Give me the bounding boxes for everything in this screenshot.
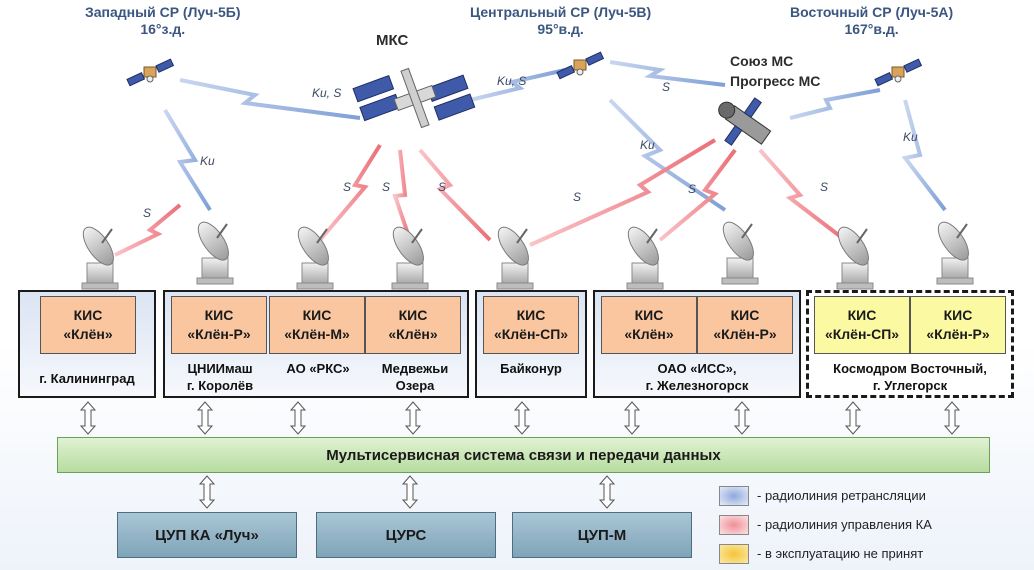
updown-arrow-icon: [944, 401, 960, 435]
updown-arrow-icon: [845, 401, 861, 435]
kis-rks: КИС «Клён-М»: [269, 296, 365, 354]
satellite-central-position: 95°в.д.: [537, 21, 584, 37]
link-label-s-baikonur: S: [438, 180, 447, 194]
kis-vostochny-klen-sp: КИС «Клён-СП»: [814, 296, 910, 354]
antenna-icon: [76, 221, 121, 290]
kis-vostochny-klen-r: КИС «Клён-Р»: [910, 296, 1006, 354]
legend-swatch-not-accepted: [719, 544, 749, 564]
kis-baikonur: КИС «Клён-СП»: [483, 296, 579, 354]
legend-label-relay: - радиолиния ретрансляции: [757, 488, 926, 503]
updown-arrow-icon: [80, 401, 96, 435]
satellite-west-label: Западный СР (Луч-5Б) 16°з.д.: [85, 4, 241, 38]
relay-link-west-iss: [179, 78, 361, 120]
link-label-s-medvezhi: S: [382, 180, 391, 194]
kis-iss-klen: КИС «Клён»: [601, 296, 697, 354]
updown-arrow-icon: [405, 401, 421, 435]
antenna-icon: [386, 221, 431, 290]
satellite-west-icon: [126, 58, 174, 87]
legend-label-not-accepted: - в эксплуатацию не принят: [757, 546, 924, 561]
ground-antennas: [76, 216, 976, 290]
link-label-ku-s-west: Ku, S: [312, 86, 342, 100]
site-vostochny: Космодром Восточный, г. Углегорск: [833, 361, 987, 393]
satellite-east-title: Восточный СР (Луч-5А): [790, 4, 954, 20]
antenna-icon: [831, 221, 876, 290]
relay-link-central-soyuz: [609, 60, 726, 87]
updown-arrow-icon: [734, 401, 750, 435]
control-link-soyuz-vostochny: [758, 148, 847, 242]
satellite-west-title: Западный СР (Луч-5Б): [85, 4, 241, 20]
satellite-east-icon: [874, 58, 922, 87]
relay-link-soyuz-east: [789, 88, 881, 120]
satellite-east-position: 167°в.д.: [844, 21, 899, 37]
iss-label: МКС: [376, 32, 409, 49]
satellite-west-position: 16°з.д.: [140, 21, 186, 37]
relay-link-iss-central: [469, 68, 566, 102]
satellite-east-label: Восточный СР (Луч-5А) 167°в.д.: [790, 4, 953, 38]
iss-icon: [352, 67, 476, 129]
updown-arrow-icon: [514, 401, 530, 435]
control-link-kaliningrad: [114, 203, 182, 257]
control-link-iss-baikonur-1: [418, 148, 492, 242]
link-label-ku-central: Ku: [640, 138, 655, 152]
updown-arrow-icon: [199, 475, 215, 509]
site-baikonur: Байконур: [500, 361, 562, 376]
control-link-iss-rks: [318, 143, 382, 242]
link-label-ku-s-central: Ku, S: [497, 74, 527, 88]
control-link-iss-medvezhi: [392, 149, 412, 241]
antenna-icon: [491, 221, 536, 290]
legend-swatch-relay: [719, 486, 749, 506]
site-kaliningrad: г. Калининград: [39, 371, 135, 386]
control-links: [114, 138, 847, 257]
progress-label: Прогресс МС: [730, 73, 821, 89]
link-label-s-soyuz-iss: S: [688, 182, 697, 196]
antenna-icon: [621, 221, 666, 290]
link-label-s-rks: S: [343, 180, 352, 194]
control-link-soyuz-iss-ground: [658, 148, 737, 242]
satellite-central-label: Центральный СР (Луч-5В) 95°в.д.: [470, 4, 651, 38]
updown-arrow-icon: [599, 475, 615, 509]
site-zheleznogorsk: ОАО «ИСС», г. Железногорск: [645, 361, 749, 393]
kis-kaliningrad: КИС «Клён»: [40, 296, 136, 354]
site-medvezhi: Медвежьи Озера: [381, 361, 449, 393]
control-center-tsurs: ЦУРС: [316, 512, 496, 558]
soyuz-label: Союз МС: [730, 53, 794, 69]
kis-medvezhi: КИС «Клён»: [365, 296, 461, 354]
control-center-luch: ЦУП КА «Луч»: [117, 512, 297, 558]
site-korolev: ЦНИИмаш г. Королёв: [186, 361, 254, 393]
site-rks: АО «РКС»: [286, 361, 350, 376]
control-link-soyuz-baikonur: [529, 138, 717, 247]
soyuz-progress-icon: [718, 97, 772, 146]
updown-arrow-icon: [624, 401, 640, 435]
legend-swatch-control: [719, 515, 749, 535]
updown-arrow-icon: [197, 401, 213, 435]
legend-label-control: - радиолиния управления КА: [757, 517, 932, 532]
link-label-s-kaliningrad: S: [143, 206, 152, 220]
relay-links: [163, 60, 947, 212]
antenna-icon: [716, 216, 761, 285]
updown-arrow-icon: [402, 475, 418, 509]
link-label-s-central-soyuz: S: [662, 80, 671, 94]
relay-link-central-ground: [608, 98, 727, 212]
antenna-icon: [931, 216, 976, 285]
kis-iss-klen-r: КИС «Клён-Р»: [697, 296, 793, 354]
kis-korolev: КИС «Клён-Р»: [171, 296, 267, 354]
link-label-ku-west: Ku: [200, 154, 215, 168]
control-center-tsup-m: ЦУП-М: [512, 512, 692, 558]
satellite-central-title: Центральный СР (Луч-5В): [470, 4, 652, 20]
satellite-central-icon: [556, 51, 604, 80]
relay-link-west-ground: [163, 108, 212, 212]
link-label-s-soyuz-baikonur: S: [573, 190, 582, 204]
multiservice-network: Мультисервисная система связи и передачи…: [57, 437, 990, 473]
link-label-s-vostochny: S: [820, 180, 829, 194]
antenna-icon: [191, 216, 236, 285]
relay-link-east-ground: [901, 99, 947, 212]
link-label-ku-east: Ku: [903, 130, 918, 144]
updown-arrow-icon: [290, 401, 306, 435]
